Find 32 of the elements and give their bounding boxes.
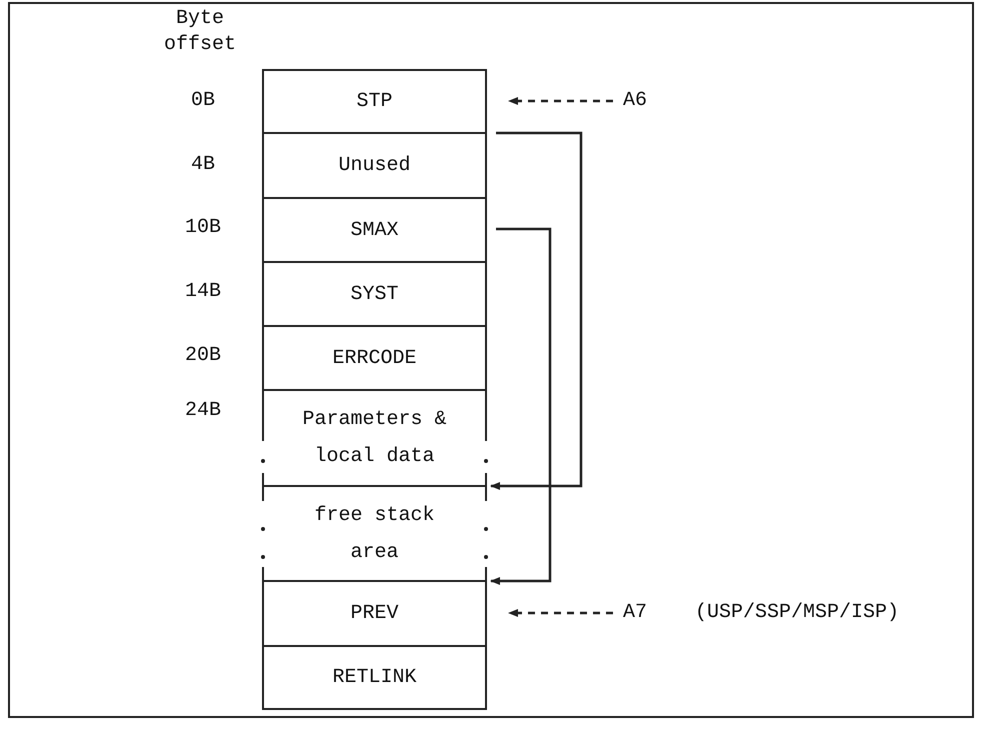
stack-cell: [262, 69, 487, 132]
register-note: (USP/SSP/MSP/ISP): [695, 600, 900, 626]
stack-cell: [262, 197, 487, 261]
stack-cell: [262, 389, 487, 485]
cell-label: SYST: [350, 282, 398, 308]
cell-label: Parameters & local data: [301, 407, 448, 470]
register-label: A6: [623, 88, 648, 114]
cell-label: Unused: [338, 153, 410, 179]
column-heading: Byte offset: [162, 6, 237, 58]
cell-label: PREV: [350, 601, 398, 627]
stack-cell: [262, 261, 487, 325]
byte-offset: 4B: [190, 152, 216, 178]
arrow: [490, 132, 582, 490]
arrow: [490, 228, 552, 585]
stack-cell: [262, 645, 487, 710]
arrow: [508, 609, 613, 617]
byte-offset: 10B: [184, 215, 222, 241]
byte-offset: 14B: [184, 279, 222, 305]
byte-offset: 24B: [184, 398, 222, 424]
cell-label: STP: [356, 89, 392, 115]
arrow: [508, 97, 613, 105]
stack-cell: [262, 485, 487, 580]
cell-label: ERRCODE: [332, 346, 416, 372]
cell-label: RETLINK: [332, 665, 416, 691]
cell-label: SMAX: [350, 218, 398, 244]
stack-cell: [262, 132, 487, 197]
byte-offset: 0B: [190, 88, 216, 114]
stack-cell: [262, 325, 487, 389]
stack-cell: [262, 580, 487, 645]
byte-offset: 20B: [184, 343, 222, 369]
register-label: A7: [623, 600, 648, 626]
cell-label: free stack area: [313, 502, 436, 566]
